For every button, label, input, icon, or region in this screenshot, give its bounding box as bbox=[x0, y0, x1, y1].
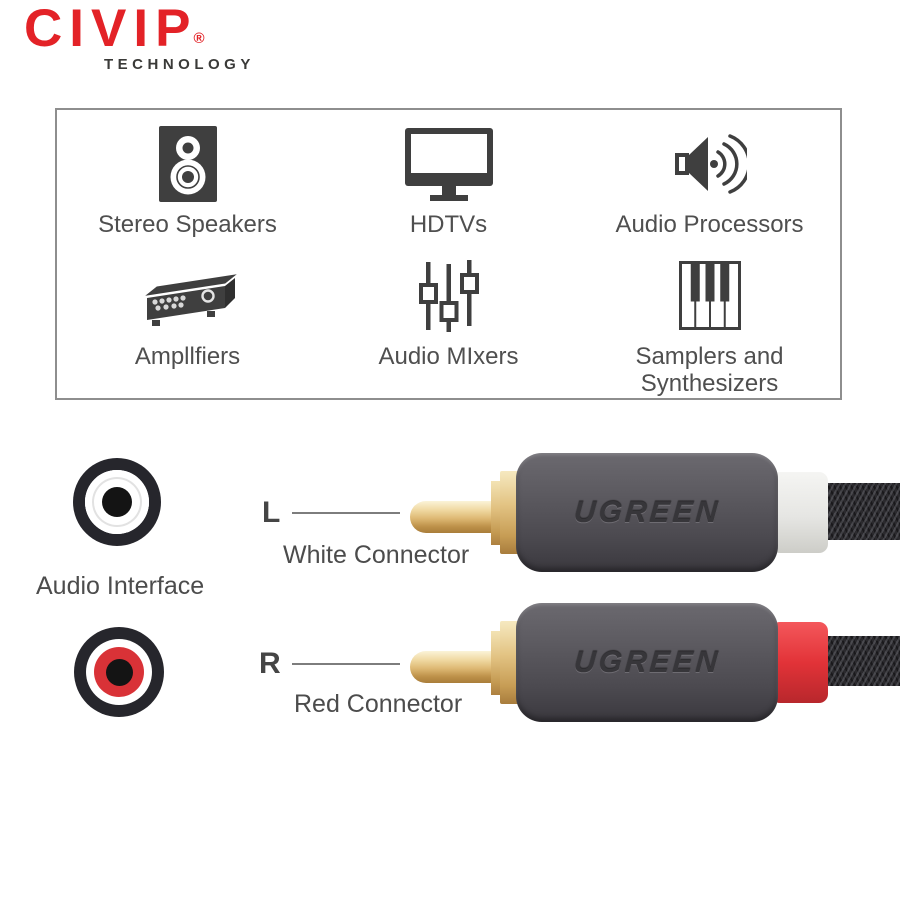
device-label: Audio MIxers bbox=[378, 343, 519, 371]
device-audio-processors: Audio Processors bbox=[579, 110, 840, 242]
rca-jack-white bbox=[73, 458, 161, 546]
brand-tagline: TECHNOLOGY bbox=[104, 56, 255, 73]
device-label: Audio Processors bbox=[615, 211, 804, 238]
pin-base-white bbox=[500, 471, 519, 554]
stereo-speakers-icon bbox=[158, 122, 217, 206]
channel-right-label: R bbox=[259, 647, 281, 680]
hdtv-icon bbox=[404, 122, 494, 206]
cable-braid-red bbox=[820, 636, 900, 686]
device-audio-mixers: Audio MIxers bbox=[318, 242, 579, 398]
device-label: HDTVs bbox=[409, 211, 488, 238]
pin-collar-white bbox=[491, 481, 502, 545]
strain-relief-red bbox=[771, 622, 828, 703]
synthesizer-keys-icon bbox=[678, 254, 741, 338]
channel-left-label: L bbox=[262, 496, 281, 529]
amplifier-icon bbox=[137, 254, 239, 338]
leader-line-left bbox=[292, 512, 400, 514]
compatible-devices-box: Stereo Speakers HDTVs bbox=[55, 108, 842, 400]
device-amplifiers: Ampllfiers bbox=[57, 242, 318, 398]
pin-base-red bbox=[500, 621, 519, 704]
ugreen-logo-embossed: UGREEN bbox=[572, 495, 722, 529]
leader-line-right bbox=[292, 663, 400, 665]
device-hdtvs: HDTVs bbox=[318, 110, 579, 242]
plug-body-red: UGREEN bbox=[516, 603, 778, 722]
cable-braid-white bbox=[822, 483, 900, 540]
device-label: Ampllfiers bbox=[134, 343, 241, 371]
device-label: Samplers and Synthesizers bbox=[635, 343, 784, 398]
audio-mixer-icon bbox=[418, 254, 480, 338]
rca-jack-red-insulator bbox=[94, 647, 144, 697]
rca-jack-white-hole bbox=[102, 487, 132, 517]
red-connector-caption: Red Connector bbox=[294, 690, 463, 718]
audio-interface-label: Audio Interface bbox=[36, 572, 205, 600]
audio-processor-icon bbox=[673, 122, 747, 206]
device-stereo-speakers: Stereo Speakers bbox=[57, 110, 318, 242]
rca-jack-white-ring bbox=[85, 470, 149, 534]
rca-jack-red bbox=[74, 627, 164, 717]
white-connector-caption: White Connector bbox=[283, 541, 470, 569]
rca-jack-red-hole bbox=[105, 658, 133, 686]
device-samplers-synthesizers: Samplers and Synthesizers bbox=[579, 242, 840, 398]
device-label: Stereo Speakers bbox=[98, 211, 277, 238]
rca-pin-red bbox=[410, 651, 495, 683]
strain-relief-white bbox=[771, 472, 828, 553]
brand-logo: CIVIP ® TECHNOLOGY bbox=[24, 2, 255, 73]
ugreen-logo-embossed: UGREEN bbox=[572, 645, 722, 679]
plug-body-white: UGREEN bbox=[516, 453, 778, 572]
brand-name: CIVIP bbox=[24, 0, 198, 58]
rca-jack-red-ring bbox=[86, 639, 152, 705]
pin-collar-red bbox=[491, 631, 502, 695]
rca-pin-white bbox=[410, 501, 495, 533]
registered-trademark-icon: ® bbox=[193, 30, 205, 47]
